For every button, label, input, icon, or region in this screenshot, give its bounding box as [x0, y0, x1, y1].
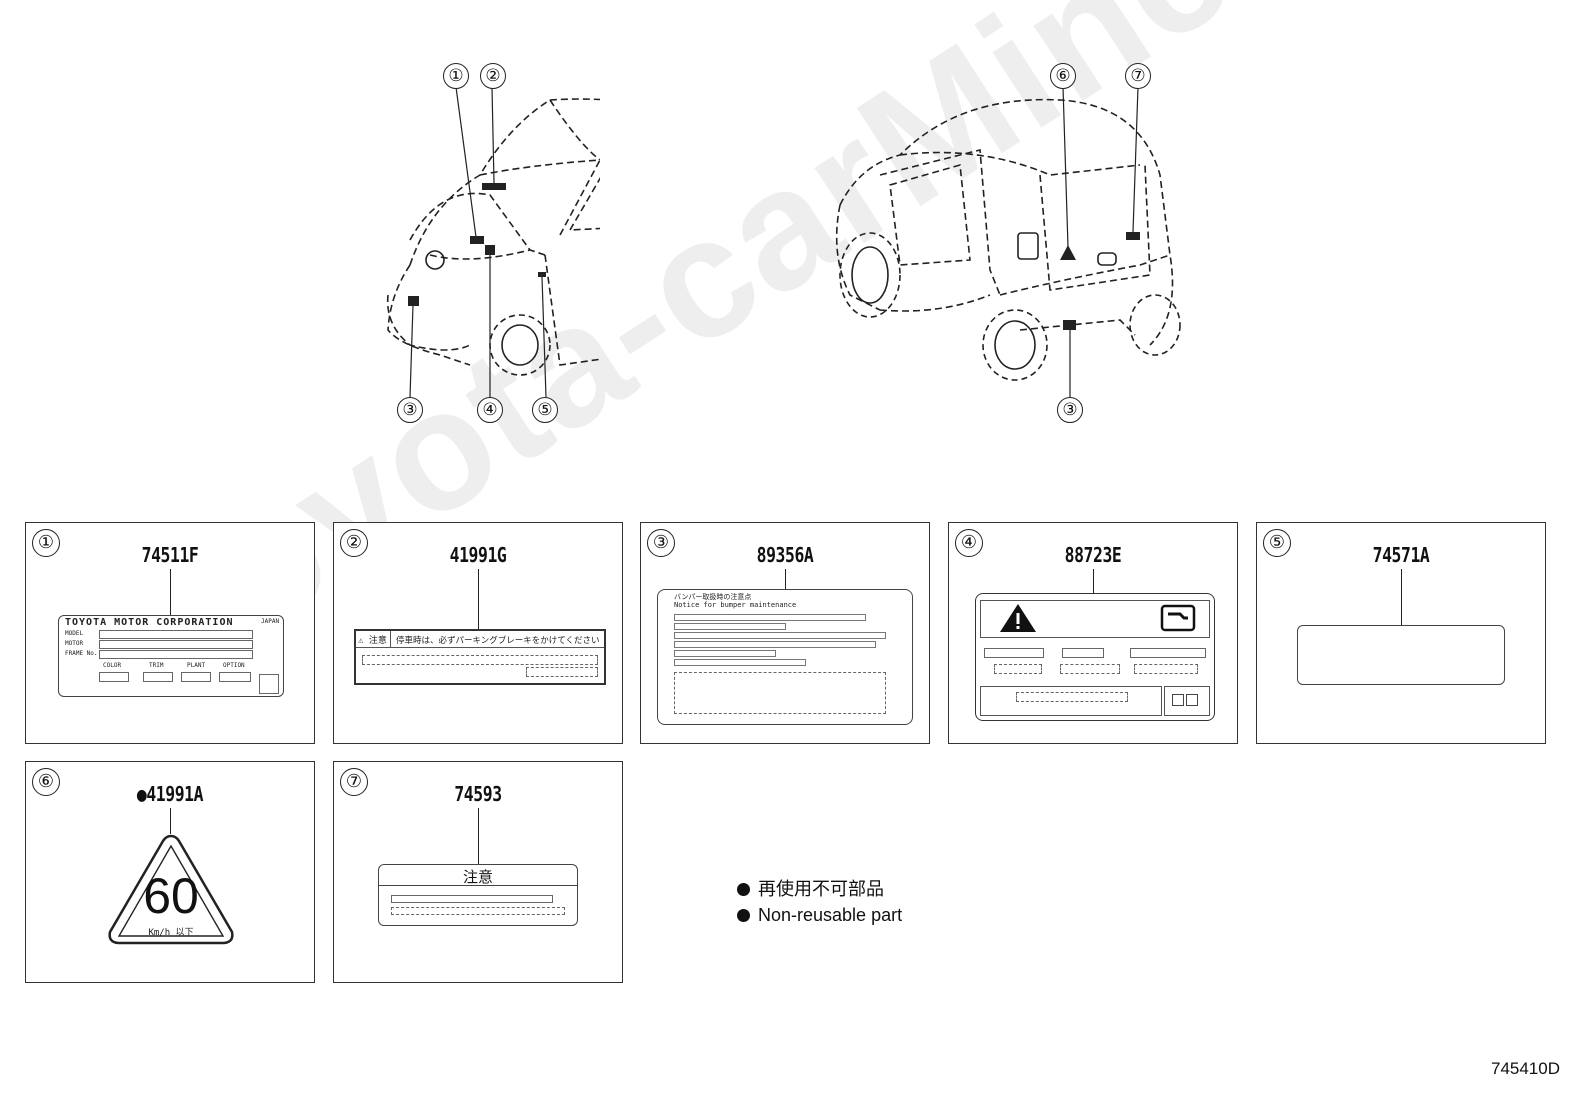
panel-89356A: ③ 89356A バンパー取扱時の注意点 Notice for bumper m… [640, 522, 930, 744]
diagram-code: 745410D [1490, 1059, 1560, 1078]
leader-line [785, 569, 786, 589]
label-row-motor: MOTOR [65, 640, 84, 647]
leader-line [170, 808, 171, 834]
vehicle-id-label: TOYOTA MOTOR CORPORATION JAPAN MODEL MOT… [58, 615, 284, 697]
callout-5-front: ⑤ [532, 397, 558, 423]
panel-74511F: ① 74511F TOYOTA MOTOR CORPORATION JAPAN … [25, 522, 315, 744]
label-maker: TOYOTA MOTOR CORPORATION [65, 617, 234, 628]
callout-3-rear: ③ [1057, 397, 1083, 423]
panel-number: ① [32, 529, 60, 557]
part-number: ●41991A [136, 782, 204, 806]
callout-3-front: ③ [397, 397, 423, 423]
parking-brake-label: ⚠ 注意 停車時は、必ずパーキングブレーキをかけてください [354, 629, 606, 685]
leader-line [170, 569, 171, 615]
bullet-icon [737, 883, 750, 896]
front-vehicle-illustration [386, 86, 600, 398]
part-number: 74571A [1372, 543, 1430, 567]
bumper-notice-label: バンパー取扱時の注意点 Notice for bumper maintenanc… [657, 589, 913, 725]
label-row-model: MODEL [65, 630, 84, 637]
panel-41991A: ⑥ ●41991A 60 Km/h 以下 [25, 761, 315, 983]
callout-7-rear: ⑦ [1125, 63, 1151, 89]
caution-label-title: 注意 [462, 869, 493, 886]
manual-book-icon [1160, 604, 1196, 632]
callout-2-front: ② [480, 63, 506, 89]
legend-item-en: Non-reusable part [737, 902, 902, 928]
part-number: 89356A [756, 543, 814, 567]
callout-6-rear: ⑥ [1050, 63, 1076, 89]
callout-4-front: ④ [477, 397, 503, 423]
panel-41991G: ② 41991G ⚠ 注意 停車時は、必ずパーキングブレーキをかけてください [333, 522, 623, 744]
speed-unit: Km/h 以下 [148, 928, 194, 938]
label-col-plant: PLANT [187, 662, 206, 669]
label-country: JAPAN [261, 618, 280, 625]
blank-label [1297, 625, 1505, 685]
legend-item-jp: 再使用不可部品 [737, 876, 902, 902]
panel-88723E: ④ 88723E [948, 522, 1238, 744]
panel-number: ② [340, 529, 368, 557]
speed-value: 60 [143, 868, 199, 924]
part-number: 74511F [141, 543, 199, 567]
bumper-notice-en: Notice for bumper maintenance [674, 601, 797, 609]
callout-1-front: ① [443, 63, 469, 89]
warning-triangle-icon [1000, 604, 1036, 632]
leader-line [1401, 569, 1402, 625]
part-number: 74593 [454, 782, 502, 806]
label-col-trim: TRIM [149, 662, 164, 669]
caution-label: 注意 [378, 864, 578, 926]
label-col-option: OPTION [223, 662, 245, 669]
parking-brake-text: 停車時は、必ずパーキングブレーキをかけてください [396, 636, 600, 646]
battery-warning-label [975, 593, 1215, 721]
panel-number: ④ [955, 529, 983, 557]
legend-text-jp: 再使用不可部品 [758, 879, 884, 899]
rear-vehicle-illustration [835, 86, 1181, 397]
legend: 再使用不可部品 Non-reusable part [737, 876, 902, 928]
legend-text-en: Non-reusable part [758, 905, 903, 925]
part-number: 41991G [449, 543, 507, 567]
caution-tag-text: 注意 [368, 636, 387, 646]
panel-number: ⑤ [1263, 529, 1291, 557]
caution-tag: ⚠ 注意 [358, 636, 387, 646]
speed-limit-triangle [108, 834, 234, 945]
panel-number: ③ [647, 529, 675, 557]
part-number: 88723E [1064, 543, 1122, 567]
panel-number: ⑥ [32, 768, 60, 796]
panel-number: ⑦ [340, 768, 368, 796]
panel-74593: ⑦ 74593 注意 [333, 761, 623, 983]
bullet-icon [737, 909, 750, 922]
leader-line [478, 569, 479, 629]
leader-line [1093, 569, 1094, 593]
label-col-color: COLOR [103, 662, 122, 669]
label-row-frame: FRAME No. [65, 650, 98, 657]
leader-line [478, 808, 479, 864]
panel-74571A: ⑤ 74571A [1256, 522, 1546, 744]
bumper-notice-jp: バンパー取扱時の注意点 [674, 593, 752, 601]
